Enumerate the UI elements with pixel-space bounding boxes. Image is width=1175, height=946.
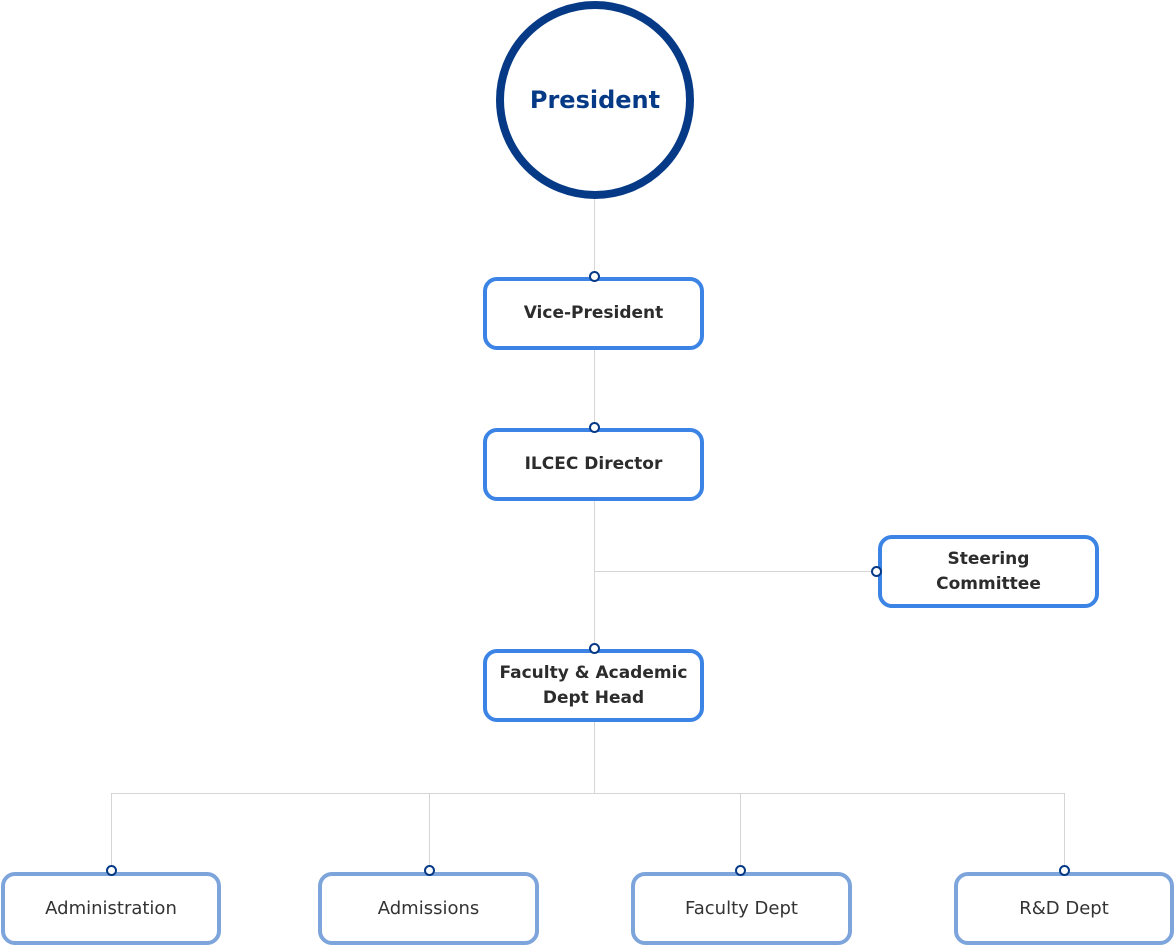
- department-admissions-node: Admissions: [318, 872, 539, 945]
- director-label: ILCEC Director: [524, 454, 663, 474]
- connector-faculty-down: [594, 721, 595, 794]
- department-label: Admissions: [377, 898, 480, 919]
- steering-committee-node: Steering Committee: [878, 535, 1099, 608]
- vice-president-label: Vice-President: [523, 303, 664, 323]
- department-label: Faculty Dept: [685, 898, 798, 919]
- director-node: ILCEC Director: [483, 428, 704, 501]
- faculty-head-node: Faculty & Academic Dept Head: [483, 649, 704, 722]
- steering-committee-line-2: Committee: [936, 573, 1041, 594]
- president-label: President: [529, 86, 661, 114]
- director-connector-dot: [589, 422, 600, 433]
- faculty-head-text: Faculty & Academic Dept Head: [500, 661, 688, 711]
- vice-president-node: Vice-President: [483, 277, 704, 350]
- steering-committee-connector-dot: [871, 566, 882, 577]
- department-administration-node: Administration: [1, 872, 221, 945]
- steering-committee-text: Steering Committee: [936, 547, 1041, 597]
- president-node: President: [496, 1, 694, 199]
- connector-department-bar: [111, 793, 1065, 794]
- connector-rd-dept: [1064, 793, 1065, 872]
- department-admissions-dot: [424, 865, 435, 876]
- department-rd-node: R&D Dept: [954, 872, 1174, 945]
- department-administration-dot: [106, 865, 117, 876]
- faculty-head-line-2: Dept Head: [542, 687, 645, 708]
- department-label: R&D Dept: [1019, 898, 1109, 919]
- faculty-head-line-1: Faculty & Academic: [499, 662, 688, 683]
- steering-committee-line-1: Steering: [947, 548, 1030, 569]
- connector-director-faculty: [594, 500, 595, 650]
- department-faculty-dot: [735, 865, 746, 876]
- department-faculty-node: Faculty Dept: [631, 872, 852, 945]
- connector-president-vice: [594, 190, 595, 278]
- connector-steering-branch: [594, 571, 879, 572]
- connector-faculty-dept: [740, 793, 741, 872]
- faculty-head-connector-dot: [589, 643, 600, 654]
- vice-president-connector-dot: [589, 271, 600, 282]
- department-label: Administration: [45, 898, 177, 919]
- connector-administration: [111, 793, 112, 872]
- connector-admissions: [429, 793, 430, 872]
- connector-vice-director: [594, 349, 595, 429]
- department-rd-dot: [1059, 865, 1070, 876]
